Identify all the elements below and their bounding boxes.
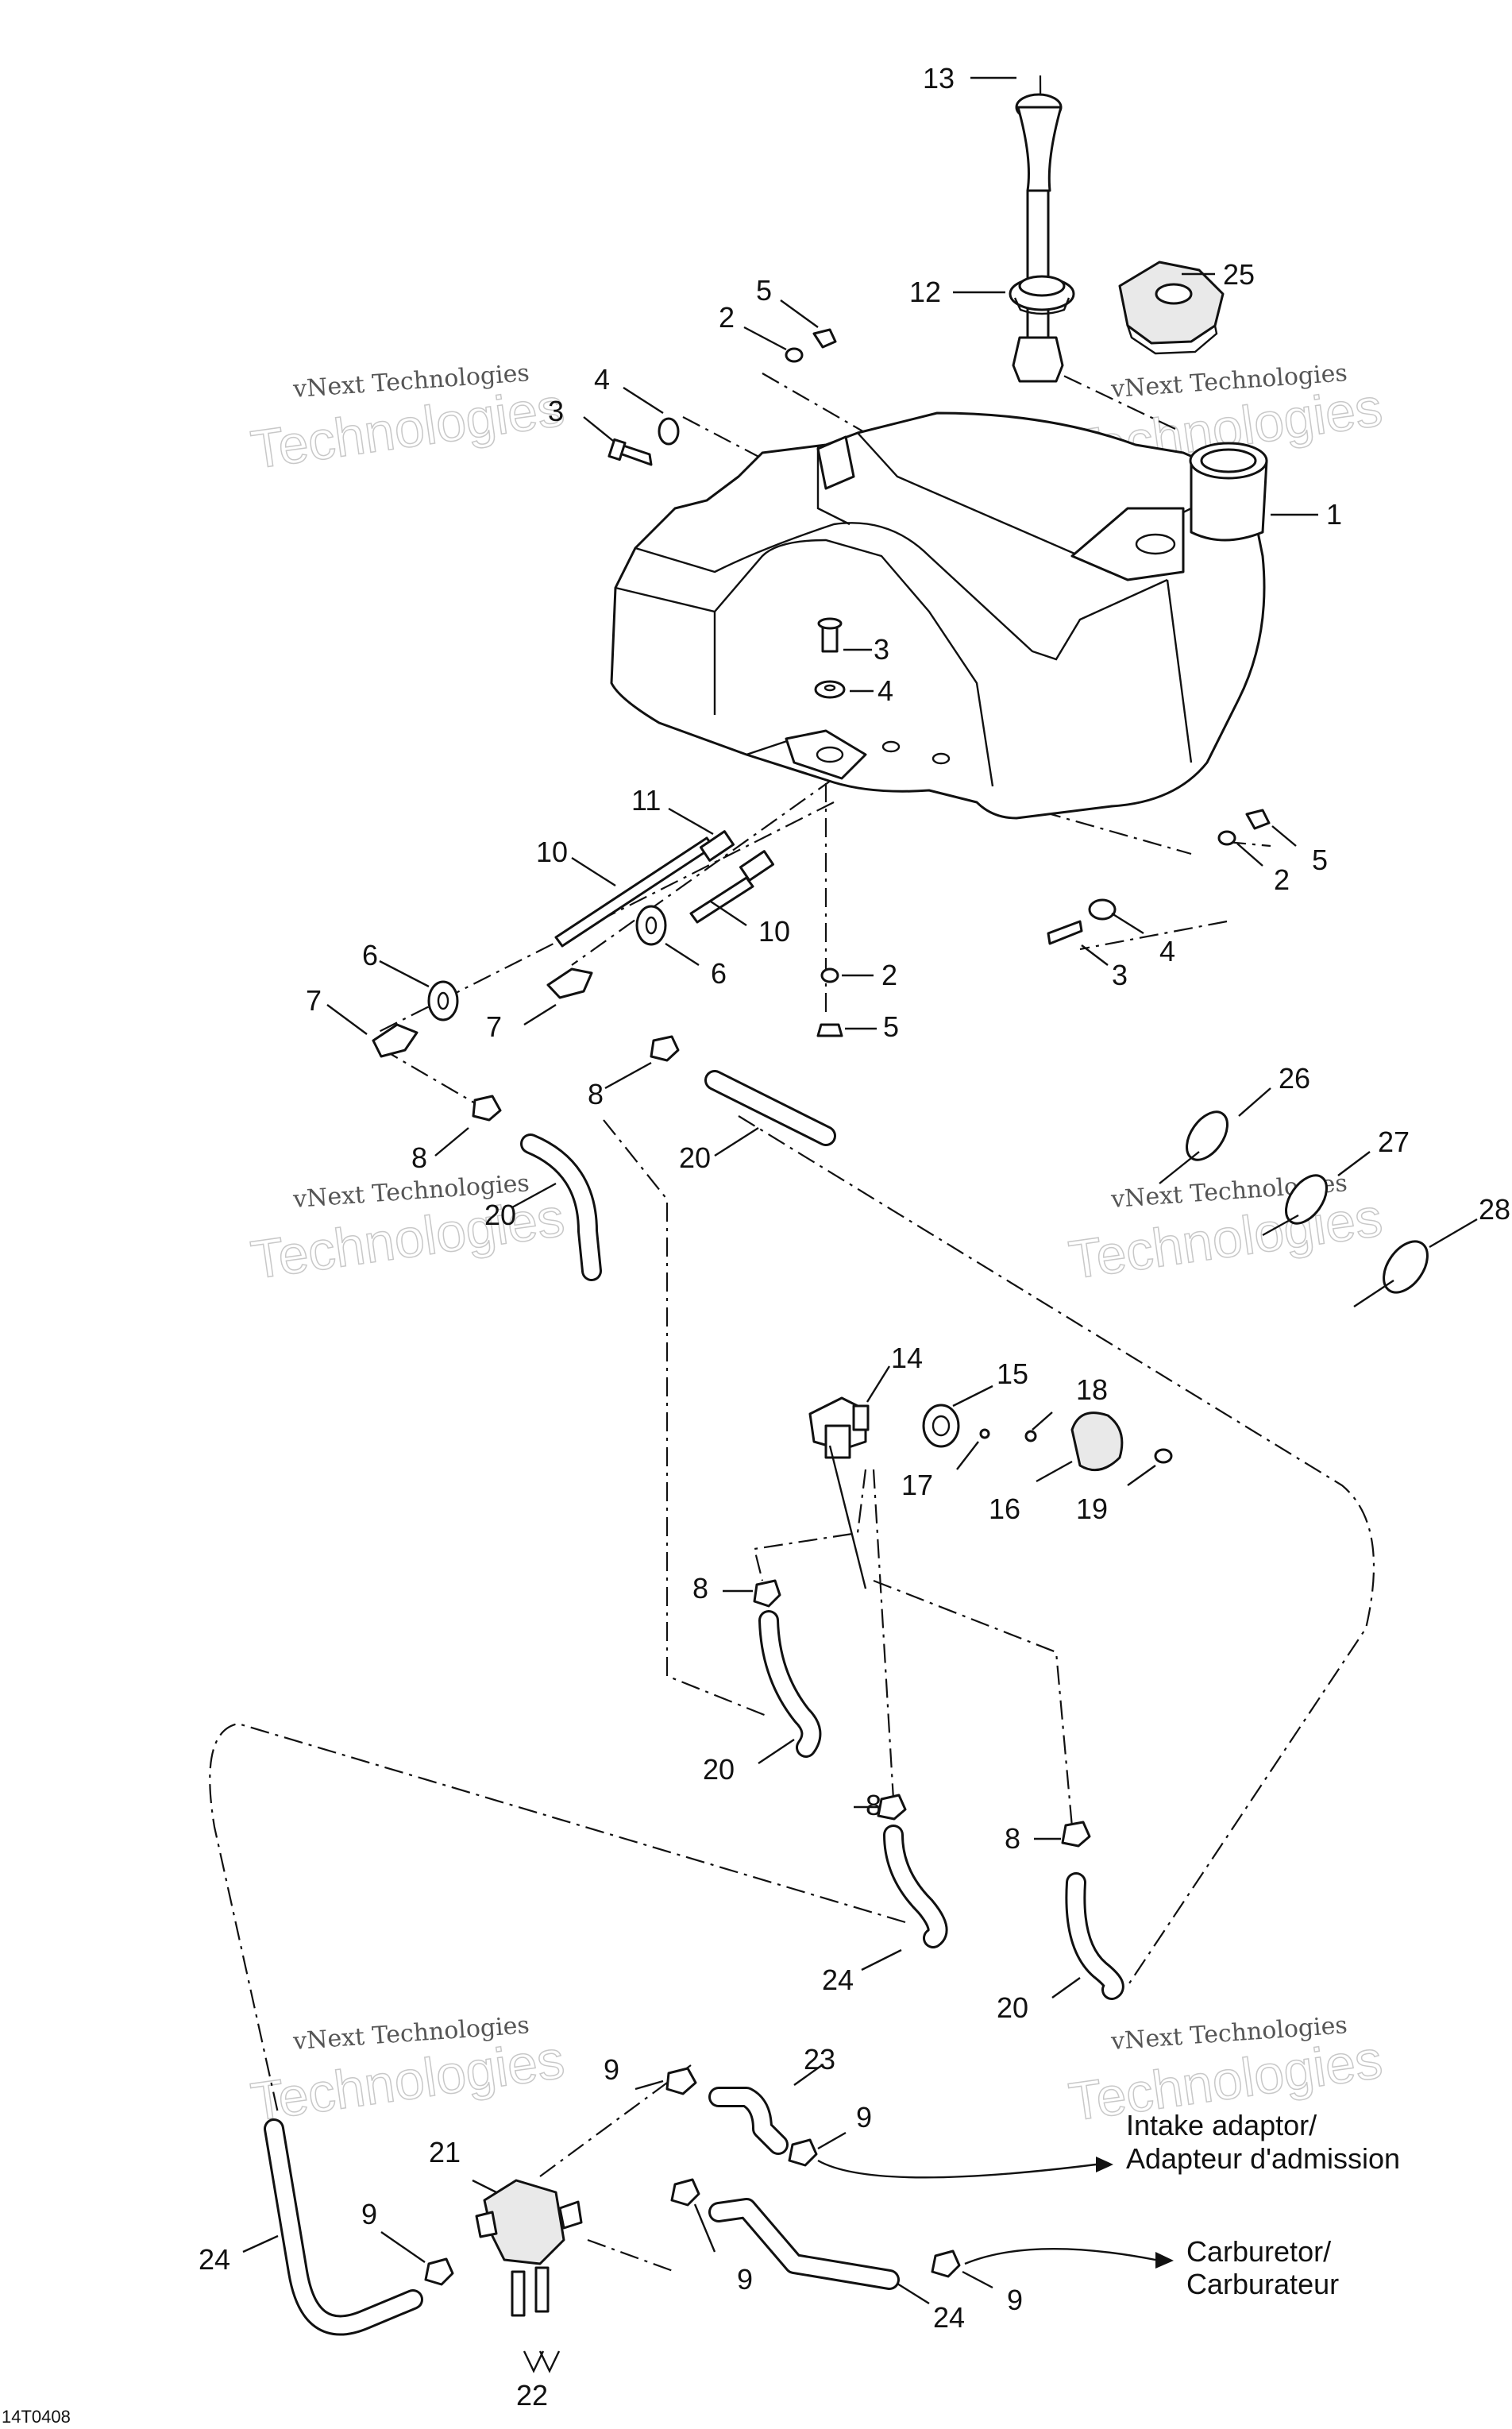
callout-8: 8 bbox=[411, 1141, 427, 1174]
intake-adaptor-label-fr: Adapteur d'admission bbox=[1126, 2142, 1400, 2175]
valve-parts-15-19 bbox=[922, 1404, 1173, 1472]
callout-1: 1 bbox=[1326, 498, 1342, 531]
callout-8: 8 bbox=[866, 1789, 881, 1821]
watermark-1: vNext Technologies Technologies bbox=[247, 359, 569, 481]
fuel-cap-25 bbox=[1118, 261, 1225, 355]
callout-15: 15 bbox=[997, 1357, 1028, 1390]
callout-20: 20 bbox=[484, 1199, 516, 1231]
fuel-gauge-13 bbox=[1012, 93, 1064, 383]
callout-24: 24 bbox=[199, 2243, 230, 2276]
cable-ties bbox=[1159, 1110, 1429, 1308]
callout-4: 4 bbox=[878, 674, 893, 707]
callout-3: 3 bbox=[1112, 959, 1128, 991]
callout-18: 18 bbox=[1076, 1373, 1108, 1406]
fuel-tank bbox=[610, 411, 1268, 820]
callout-28: 28 bbox=[1479, 1193, 1510, 1226]
callout-11: 11 bbox=[631, 784, 661, 817]
callout-8: 8 bbox=[692, 1572, 708, 1605]
callout-20: 20 bbox=[997, 1991, 1028, 2024]
callout-2: 2 bbox=[881, 959, 897, 991]
callout-21: 21 bbox=[429, 2136, 461, 2168]
destination-arrows bbox=[817, 2157, 1174, 2269]
callout-24: 24 bbox=[933, 2301, 965, 2334]
watermark-4: vNext Technologies Technologies bbox=[1065, 1169, 1387, 1291]
callout-20: 20 bbox=[703, 1753, 735, 1786]
carburetor-label-en: Carburetor/ bbox=[1186, 2235, 1331, 2268]
callout-20: 20 bbox=[679, 1141, 711, 1174]
fuel-pump-21 bbox=[475, 2179, 583, 2265]
callout-24: 24 bbox=[822, 1964, 854, 1996]
callout-25: 25 bbox=[1223, 258, 1255, 291]
callout-9: 9 bbox=[856, 2101, 872, 2134]
destination-labels: Intake adaptor/ Adapteur d'admission Car… bbox=[1126, 2109, 1400, 2300]
callout-6: 6 bbox=[711, 957, 727, 990]
callout-9: 9 bbox=[1007, 2284, 1023, 2316]
callout-10: 10 bbox=[758, 915, 790, 948]
intake-adaptor-label-en: Intake adaptor/ bbox=[1126, 2109, 1317, 2141]
pickup-tubes bbox=[372, 830, 775, 1058]
callout-2: 2 bbox=[1274, 863, 1290, 896]
callout-12: 12 bbox=[909, 276, 941, 308]
callout-27: 27 bbox=[1378, 1126, 1410, 1158]
leader-lines bbox=[242, 76, 1478, 2305]
callout-26: 26 bbox=[1279, 1062, 1310, 1095]
figure-code: 14T0408 bbox=[2, 2407, 71, 2427]
callout-14: 14 bbox=[891, 1342, 923, 1374]
callout-3: 3 bbox=[548, 395, 564, 427]
carburetor-label-fr: Carburateur bbox=[1186, 2268, 1339, 2300]
clamps-8 bbox=[472, 1035, 1091, 1848]
callout-22: 22 bbox=[516, 2379, 548, 2412]
callout-5: 5 bbox=[756, 274, 772, 307]
callout-4: 4 bbox=[594, 363, 610, 396]
hoses bbox=[264, 1070, 1124, 2336]
watermark-3: vNext Technologies Technologies bbox=[247, 1169, 569, 1291]
watermark-5: vNext Technologies Technologies bbox=[247, 2011, 569, 2133]
callout-10: 10 bbox=[536, 836, 568, 868]
callout-8: 8 bbox=[1005, 1822, 1020, 1855]
callout-7: 7 bbox=[306, 984, 322, 1017]
callout-8: 8 bbox=[588, 1078, 604, 1110]
callout-19: 19 bbox=[1076, 1493, 1108, 1525]
callout-5: 5 bbox=[1312, 844, 1328, 876]
callout-4: 4 bbox=[1159, 935, 1175, 967]
fuel-valve-14 bbox=[808, 1396, 870, 1589]
fasteners bbox=[608, 328, 1271, 1037]
callout-17: 17 bbox=[901, 1469, 933, 1501]
clamps-9 bbox=[424, 2067, 961, 2286]
callout-23: 23 bbox=[804, 2043, 835, 2076]
callout-5: 5 bbox=[883, 1010, 899, 1043]
callout-3: 3 bbox=[874, 633, 889, 666]
callout-6: 6 bbox=[362, 939, 378, 971]
callout-7: 7 bbox=[486, 1010, 502, 1043]
screws-22 bbox=[511, 2266, 561, 2373]
callout-numbers: 13 12 25 5 2 4 3 1 3 4 5 2 4 3 11 10 10 … bbox=[199, 62, 1510, 2412]
callout-2: 2 bbox=[719, 301, 735, 334]
callout-9: 9 bbox=[604, 2053, 619, 2086]
callout-16: 16 bbox=[989, 1493, 1020, 1525]
callout-9: 9 bbox=[361, 2198, 377, 2230]
callout-9: 9 bbox=[737, 2263, 753, 2296]
grommet-12 bbox=[1009, 275, 1075, 315]
callout-13: 13 bbox=[923, 62, 955, 95]
